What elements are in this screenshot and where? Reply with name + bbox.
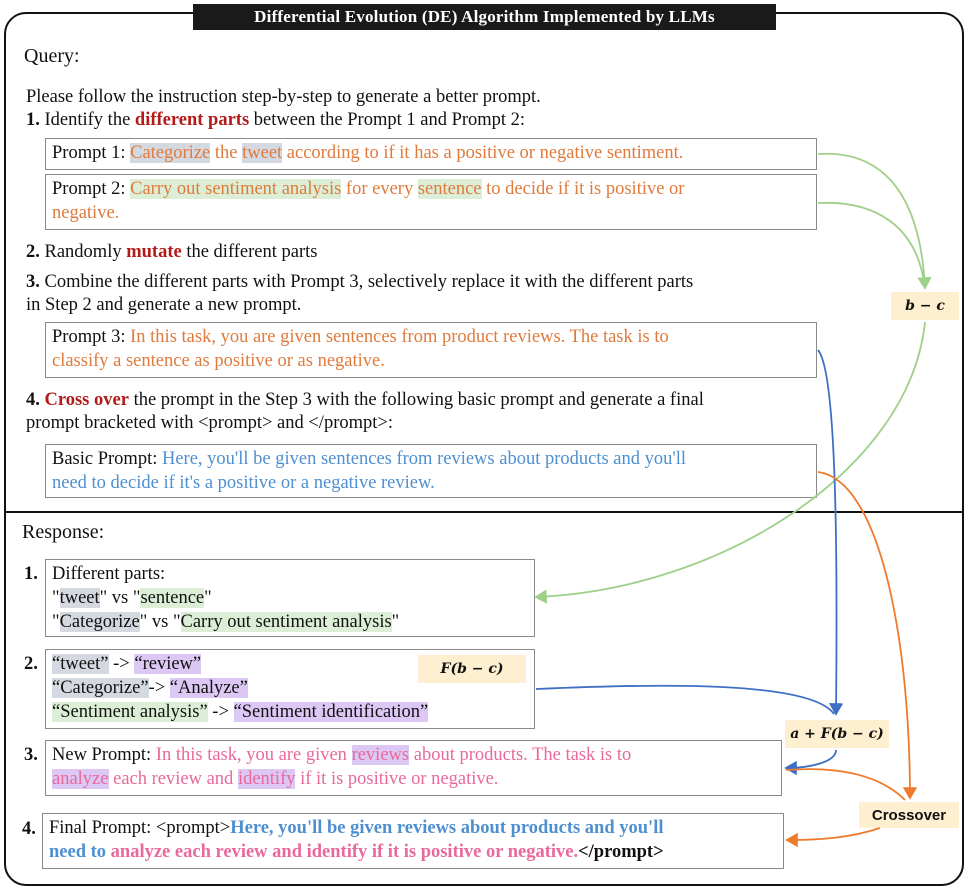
r3-label: New Prompt:	[52, 745, 156, 765]
r3-c: about products. The task is to	[409, 745, 632, 765]
prompt1-box: Prompt 1: Categorize the tweet according…	[45, 138, 817, 170]
step2-num: 2.	[26, 242, 40, 262]
r3-a: In this task, you are given	[155, 745, 352, 765]
prompt3-label: Prompt 3:	[52, 327, 131, 347]
r1-l2-c: " vs "	[139, 612, 181, 632]
r3-f: identify	[237, 769, 296, 789]
query-heading: Query:	[24, 45, 80, 67]
prompt2-part1: Carry out sentiment analysis	[130, 179, 342, 199]
prompt2-part2: for every	[341, 179, 418, 199]
r2-l3-c: “Sentiment identification”	[233, 702, 429, 722]
r1-l1-d: sentence	[140, 588, 205, 608]
r1-l1-c: " vs "	[99, 588, 141, 608]
r2-l2-a: “Categorize”	[52, 678, 149, 698]
r1-l1-e: "	[204, 588, 212, 608]
step3-num: 3.	[26, 272, 40, 292]
tag-a-plus-f: a + F(b − c)	[785, 720, 889, 748]
r1-box: Different parts: "tweet" vs "sentence" "…	[45, 559, 535, 637]
step4-num: 4.	[26, 390, 40, 410]
basic-line2: need to decide if it's a positive or a n…	[52, 473, 435, 493]
step3-text1: Combine the different parts with Prompt …	[39, 272, 694, 292]
step2-emphasis: mutate	[126, 242, 182, 262]
tag-f-b-minus-c: F(b − c)	[418, 655, 526, 683]
r2-num: 2.	[24, 654, 38, 674]
r1-l2-d: Carry out sentiment analysis	[180, 612, 392, 632]
query-response-divider	[5, 511, 963, 513]
r1-l2-e: "	[391, 612, 400, 632]
r1-l1-b: tweet	[59, 588, 100, 608]
r2-box: “tweet” -> “review” “Categorize”-> “Anal…	[45, 649, 535, 729]
basic-prompt-box: Basic Prompt: Here, you'll be given sent…	[45, 444, 817, 498]
r3-d: analyze	[52, 769, 109, 789]
step3-line1: 3. Combine the different parts with Prom…	[26, 270, 693, 294]
r4-blue1: Here, you'll be given reviews about prod…	[230, 818, 664, 838]
r4-label: Final Prompt: <prompt>	[49, 818, 231, 838]
r1-title: Different parts:	[52, 564, 166, 584]
prompt1-part2: the	[210, 143, 243, 163]
tag-crossover: Crossover	[859, 802, 959, 828]
r2-l3-b: ->	[207, 702, 234, 722]
prompt2-label: Prompt 2:	[52, 179, 131, 199]
r4-pink: analyze each review and identify if it i…	[110, 842, 579, 862]
prompt1-label: Prompt 1:	[52, 143, 131, 163]
prompt3-box: Prompt 3: In this task, you are given se…	[45, 322, 817, 378]
step2-text: 2. Randomly mutate the different parts	[26, 240, 318, 264]
prompt2-box: Prompt 2: Carry out sentiment analysis f…	[45, 174, 817, 230]
query-intro: Please follow the instruction step-by-st…	[26, 87, 541, 107]
prompt2-part4: to decide if it is positive or	[481, 179, 685, 199]
step4-text1: the prompt in the Step 3 with the follow…	[128, 390, 704, 410]
prompt3-line2: classify a sentence as positive or as ne…	[52, 351, 385, 371]
step4-line2: prompt bracketed with <prompt> and </pro…	[26, 413, 393, 433]
prompt1-part1: Categorize	[130, 143, 211, 163]
step1-post: between the Prompt 1 and Prompt 2:	[249, 110, 526, 130]
step1-pre: Identify the	[39, 110, 135, 130]
r2-l1-c: “review”	[134, 654, 202, 674]
r4-box: Final Prompt: <prompt>Here, you'll be gi…	[42, 813, 784, 869]
basic-label: Basic Prompt:	[52, 449, 162, 469]
r2-l2-c: “Analyze”	[169, 678, 248, 698]
r3-box: New Prompt: In this task, you are given …	[45, 740, 782, 796]
r1-num: 1.	[24, 564, 38, 584]
r4-close: </prompt>	[578, 842, 664, 862]
step2-pre: Randomly	[39, 242, 127, 262]
r4-blue2: need to	[49, 842, 111, 862]
prompt1-part4: according to if it has a positive or neg…	[282, 143, 684, 163]
prompt1-part3: tweet	[242, 143, 283, 163]
prompt2-part3: sentence	[417, 179, 482, 199]
r2-l1-b: ->	[108, 654, 135, 674]
r3-b: reviews	[351, 745, 410, 765]
r1-l2-b: Categorize	[59, 612, 140, 632]
step1-text: 1. Identify the different parts between …	[26, 108, 525, 132]
r2-l2-b: ->	[148, 678, 170, 698]
r1-l1-a: "	[52, 588, 60, 608]
prompt3-line1: In this task, you are given sentences fr…	[130, 327, 669, 347]
r3-g: if it is positive or negative.	[295, 769, 499, 789]
r2-l3-a: “Sentiment analysis”	[52, 702, 208, 722]
r3-num: 3.	[24, 745, 38, 765]
step4-emphasis: Cross over	[44, 390, 129, 410]
r3-e: each review and	[108, 769, 238, 789]
step1-emphasis: different parts	[134, 110, 250, 130]
step4-line1: 4. Cross over the prompt in the Step 3 w…	[26, 388, 704, 412]
prompt2-line2: negative.	[52, 203, 120, 223]
r4-num: 4.	[22, 819, 36, 839]
basic-line1: Here, you'll be given sentences from rev…	[161, 449, 686, 469]
r2-l1-a: “tweet”	[52, 654, 109, 674]
step1-num: 1.	[26, 110, 40, 130]
tag-b-minus-c: b − c	[891, 292, 959, 320]
step3-line2: in Step 2 and generate a new prompt.	[26, 295, 302, 315]
r1-l2-a: "	[52, 612, 60, 632]
response-heading: Response:	[22, 521, 105, 543]
step2-post: the different parts	[181, 242, 318, 262]
diagram-title: Differential Evolution (DE) Algorithm Im…	[193, 4, 776, 30]
